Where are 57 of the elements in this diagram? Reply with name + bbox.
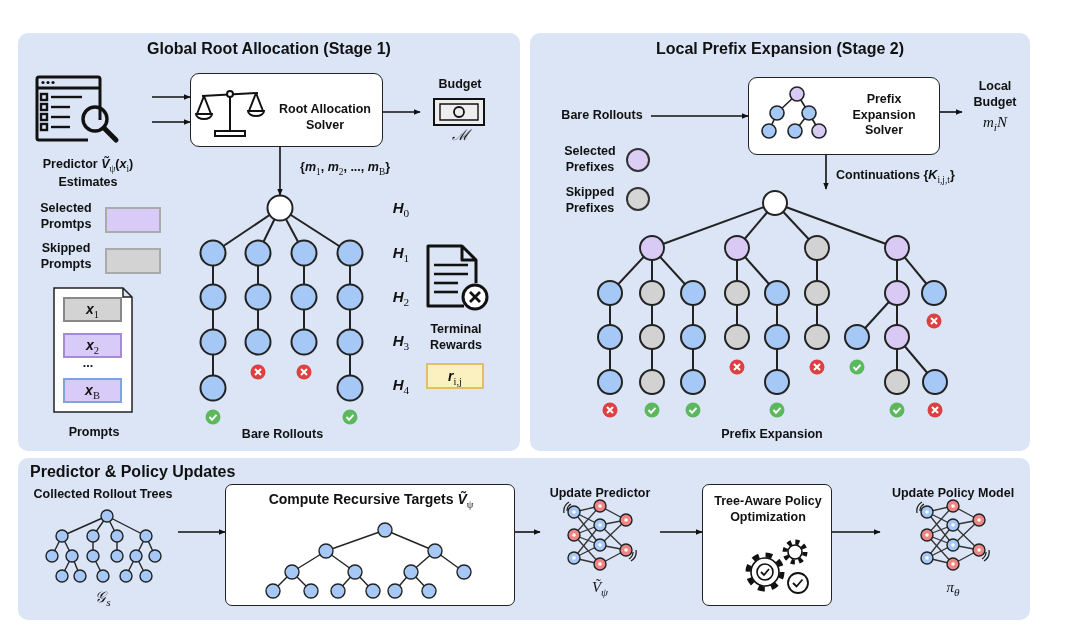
edge-label: Continuations {K$_{i,j,t}$}	[836, 168, 956, 187]
arrow	[277, 146, 283, 196]
math-symbol: 𝒢$_{s}$	[94, 588, 112, 610]
ellipsis-label: ...	[81, 356, 95, 372]
input-label: Bare Rollouts	[560, 108, 644, 124]
node-caption: Prompts	[67, 425, 121, 441]
math-symbol: ℳ	[420, 126, 500, 145]
tree-caption: Prefix Expansion	[720, 427, 824, 443]
arrow	[514, 529, 541, 535]
process-box	[225, 484, 515, 606]
arrow	[650, 113, 749, 119]
level-label: H$_{4}$	[391, 376, 411, 398]
legend-label: Selected Prefixes	[563, 144, 617, 176]
node-caption: Update Predictor	[548, 486, 652, 502]
node-caption: Terminal Rewards	[428, 322, 484, 354]
arrow	[831, 529, 881, 535]
box-title: Compute Recursive Targets Ṽ$_{ψ}$	[267, 491, 475, 511]
variable-box: r$_{i,j}$	[426, 363, 484, 389]
arrow	[382, 109, 421, 115]
edge-label: {m$_{1}$, m$_{2}$, ..., m$_{B}$}	[300, 160, 391, 179]
variable-box: x$_{1}$	[63, 297, 122, 322]
arrow	[823, 154, 829, 190]
level-label: H$_{1}$	[391, 244, 411, 266]
level-label: H$_{3}$	[391, 332, 411, 354]
tree-caption: Bare Rollouts	[240, 427, 325, 443]
arrow	[151, 119, 191, 125]
arrow	[151, 94, 191, 100]
solver-label: Prefix Expansion Solver	[851, 92, 917, 139]
panel-title: Local Prefix Expansion (Stage 2)	[654, 39, 906, 59]
solver-label: Root Allocation Solver	[278, 102, 372, 134]
node-caption: Budget	[437, 77, 483, 93]
math-symbol: π$_{θ}$	[945, 578, 961, 600]
box-title: Tree-Aware Policy Optimization	[713, 494, 823, 526]
level-label: H$_{2}$	[391, 288, 411, 310]
arrow	[659, 529, 703, 535]
variable-box: x$_{B}$	[63, 378, 122, 403]
panel-title: Global Root Allocation (Stage 1)	[146, 39, 392, 59]
node-caption: Update Policy Model	[890, 486, 1016, 502]
math-symbol: m$_{i}$N	[982, 113, 1009, 135]
panel-title: Predictor & Policy Updates	[30, 462, 237, 482]
legend-label: Skipped Prefixes	[564, 185, 616, 217]
process-box	[702, 484, 832, 606]
stage-panel	[18, 33, 520, 451]
legend-label: Selected Promtps	[39, 201, 93, 233]
node-caption: Local Budget	[972, 79, 1018, 111]
legend-label: Skipped Prompts	[39, 241, 93, 273]
stage-panel	[530, 33, 1030, 451]
arrow	[939, 109, 963, 115]
level-label: H$_{0}$	[391, 199, 411, 221]
solver-box	[190, 73, 383, 147]
arrow	[177, 529, 226, 535]
stage-panel	[18, 458, 1030, 620]
variable-box: x$_{2}$	[63, 333, 122, 358]
math-symbol: Ṽ$_{ψ}$	[590, 578, 610, 600]
node-caption: Predictor Ṽ$_{ψ}$(x$_{i}$) Estimates	[41, 157, 135, 191]
solver-box	[748, 77, 940, 155]
tree-caption: Collected Rollout Trees	[32, 487, 174, 503]
